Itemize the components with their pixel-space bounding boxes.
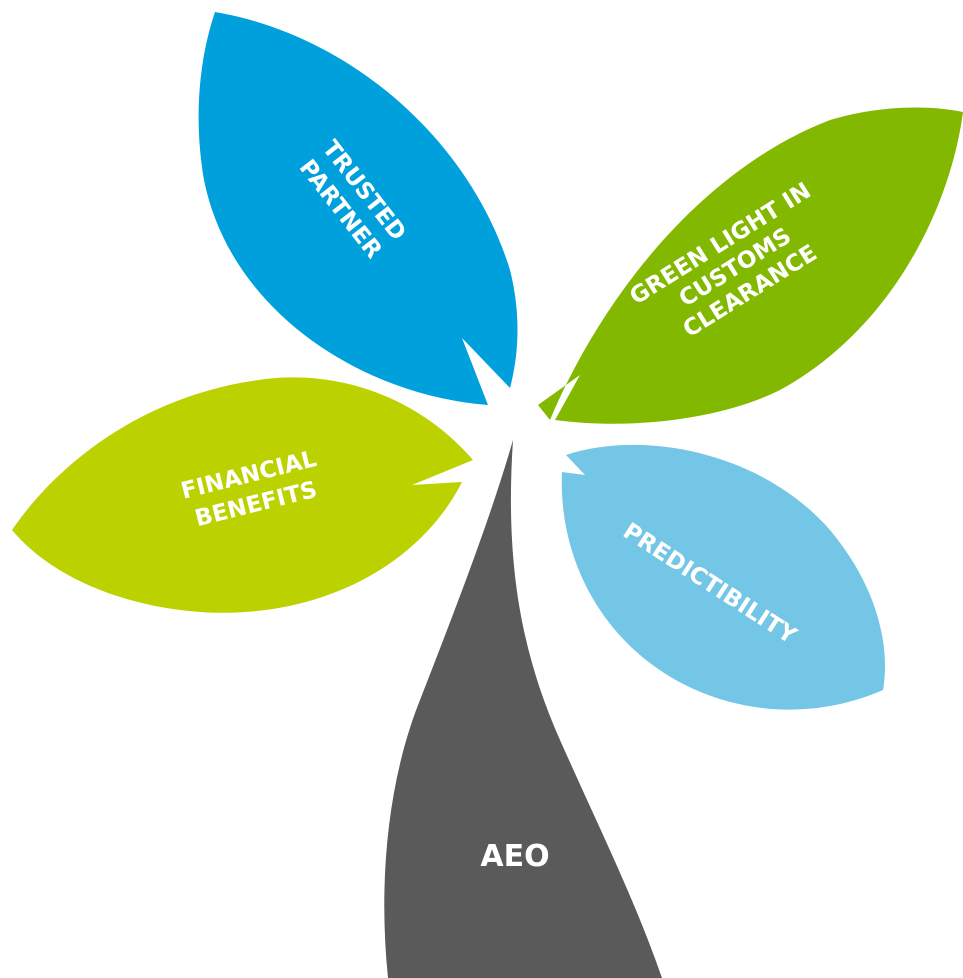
- leaf-financial-benefits: [12, 377, 473, 613]
- leaf-green-light: [538, 107, 963, 424]
- stem-label-aeo: AEO: [480, 839, 549, 874]
- leaf-trusted-partner: [198, 12, 518, 405]
- leaf-predictibility: [561, 444, 885, 710]
- stem-shape: [384, 440, 662, 978]
